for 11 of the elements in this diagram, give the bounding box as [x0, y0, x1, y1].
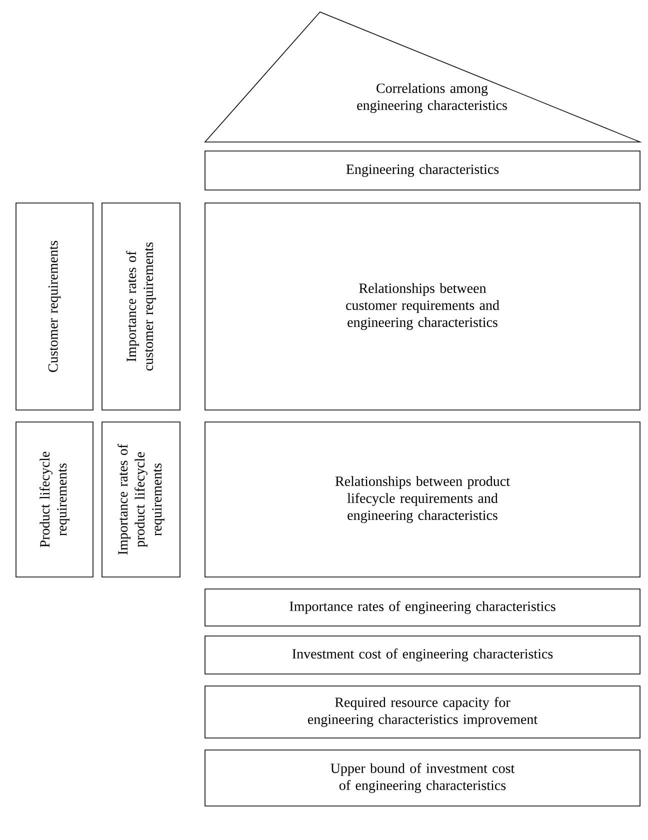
row-box: Required resource capacity for engineering characteristics improvement [204, 686, 640, 738]
row-box: Upper bound of investment cost of engineering characteristics [204, 750, 640, 806]
matrix-box: Relationships between customer requirements and engineering characteristics [204, 202, 640, 410]
header-box: Engineering characteristics [204, 150, 640, 190]
column-box: Importance rates of product lifecycle requirements [102, 422, 180, 578]
matrix-box: Relationships between product lifecycle requirements and engineering characteristics [204, 422, 640, 578]
column-box: Importance rates of customer requirements [102, 202, 180, 410]
row-header-box: Customer requirements [16, 202, 94, 410]
row-header-box: Product lifecycle requirements [16, 422, 94, 578]
row-box: Importance rates of engineering characteristics [204, 588, 640, 626]
row-box: Investment cost of engineering characteristics [204, 636, 640, 674]
